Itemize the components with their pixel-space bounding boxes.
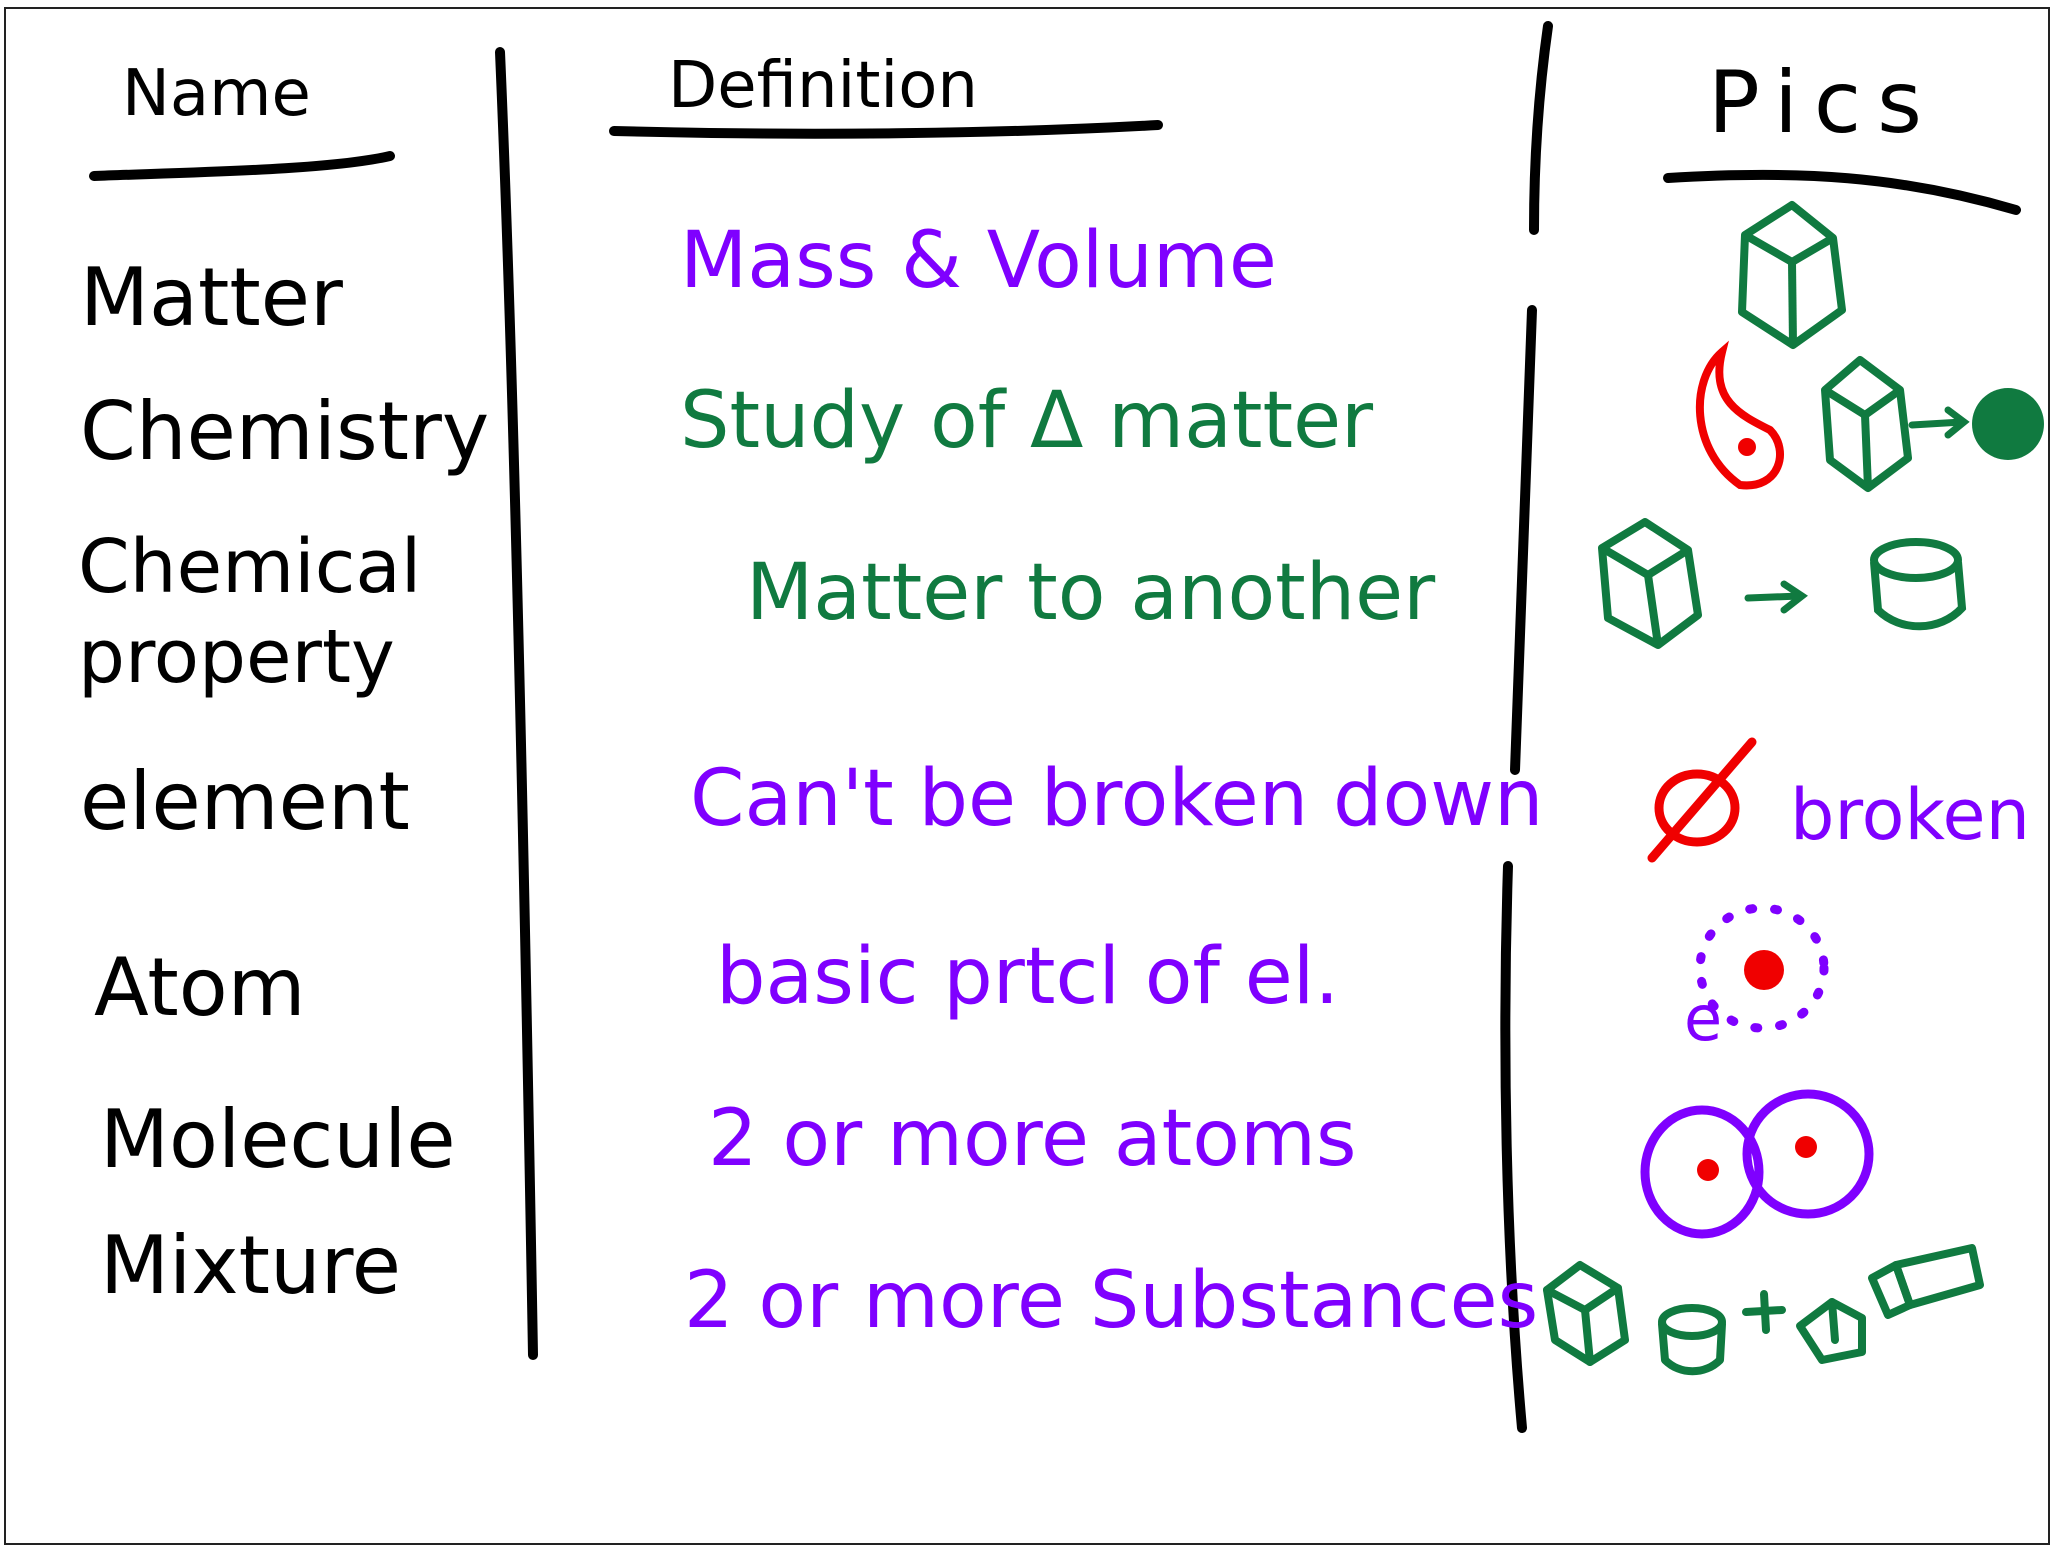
definition-atom: basic prtcl of el. [716,932,1340,1022]
divider-name-definition [495,47,538,1360]
pic-label-electron: e [1684,982,1723,1055]
header-definition: Definition [668,49,978,123]
name-atom: Atom [94,941,306,1034]
page-border [4,7,2050,1545]
definition-mixture: 2 or more Substances [684,1256,1539,1346]
definition-element: Can't be broken down [690,754,1544,844]
divider-definition-pics-3 [1500,861,1527,1433]
divider-definition-pics-2 [1510,305,1537,775]
no-symbol-icon [1647,737,1757,863]
definition-matter: Mass & Volume [680,216,1277,306]
flame-dot [1738,438,1756,456]
underline-name [89,151,395,181]
flame-icon [1695,340,1784,490]
atom-icon [1695,903,1829,1033]
ball-icon [1972,388,2044,460]
name-chemistry: Chemistry [80,385,490,478]
underline-definition [609,120,1163,139]
name-mixture: Mixture [100,1219,402,1312]
cube-icon [1821,356,1912,492]
name-molecule: Molecule [100,1093,456,1186]
name-matter: Matter [80,251,343,344]
name-chemical-property: Chemical property [78,524,422,700]
mixture-icon [1543,1244,1984,1376]
definition-chemistry: Study of Δ matter [680,376,1374,466]
cylinder-icon [1870,538,1967,631]
divider-definition-pics-1 [1529,21,1553,235]
underline-pics [1663,169,2021,215]
cube-icon [1598,518,1702,649]
name-element: element [80,755,410,848]
header-pics: Pics [1708,53,1938,153]
arrow-icon [1908,406,1970,439]
molecule-icon [1640,1089,1874,1239]
definition-chemical-property: Matter to another [746,548,1436,638]
header-name: Name [122,57,311,131]
definition-molecule: 2 or more atoms [708,1094,1357,1184]
arrow-icon [1744,580,1808,614]
cube-icon [1738,201,1846,349]
pic-label-broken: broken [1790,774,2030,856]
